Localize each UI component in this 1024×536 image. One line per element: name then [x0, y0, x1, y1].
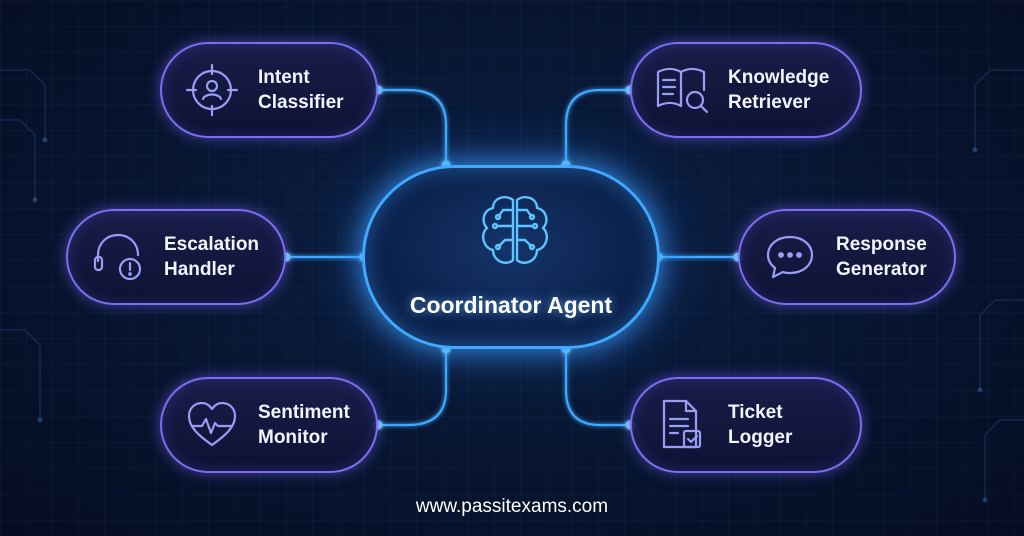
headset-alert-icon — [93, 233, 142, 281]
ticket-logger-line2: Logger — [728, 427, 793, 448]
wire-intent — [378, 88, 448, 165]
intent-classifier-node[interactable]: Intent Classifier — [160, 42, 378, 138]
document-check-icon — [662, 399, 702, 449]
ticket-logger-line1: Ticket — [728, 402, 783, 423]
book-search-icon — [656, 67, 709, 114]
sentiment-monitor-line1: Sentiment — [258, 402, 350, 423]
target-user-icon — [185, 63, 239, 117]
coordinator-agent-node[interactable]: Coordinator Agent — [362, 165, 660, 349]
intent-classifier-line1: Intent — [258, 67, 310, 88]
chat-bubble-icon — [766, 235, 814, 279]
footer-url[interactable]: www.passitexams.com — [415, 496, 609, 517]
sentiment-monitor-line2: Monitor — [258, 427, 328, 448]
intent-classifier-line2: Classifier — [258, 92, 344, 113]
response-generator-line2: Generator — [836, 259, 927, 280]
wire-sentiment — [378, 349, 448, 427]
response-generator-node[interactable]: Response Generator — [738, 209, 956, 305]
sentiment-monitor-node[interactable]: Sentiment Monitor — [160, 377, 378, 473]
knowledge-retriever-line2: Retriever — [728, 92, 811, 113]
escalation-handler-line2: Handler — [164, 259, 235, 280]
knowledge-retriever-node[interactable]: Knowledge Retriever — [630, 42, 862, 138]
escalation-handler-line1: Escalation — [164, 234, 260, 255]
response-generator-line1: Response — [836, 234, 927, 255]
heart-pulse-icon — [187, 401, 237, 447]
wire-knowledge — [564, 88, 630, 165]
brain-circuit-icon — [481, 196, 549, 264]
escalation-handler-node[interactable]: Escalation Handler — [66, 209, 286, 305]
ticket-logger-node[interactable]: Ticket Logger — [630, 377, 862, 473]
coordinator-agent-label: Coordinator Agent — [409, 292, 613, 318]
wire-ticket — [564, 349, 630, 427]
knowledge-retriever-line1: Knowledge — [728, 67, 830, 88]
